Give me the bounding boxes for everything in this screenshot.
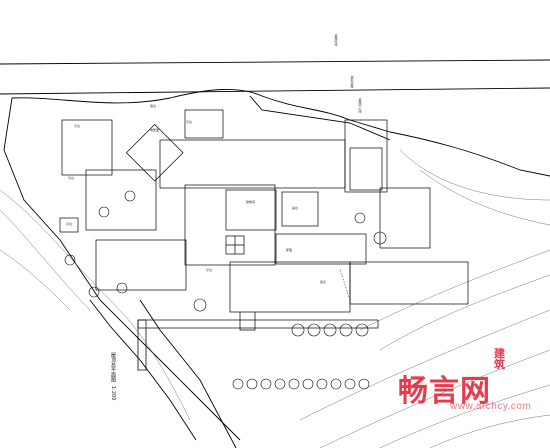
watermark-side-text: 建筑	[494, 347, 505, 371]
road-label: 道路中心线	[358, 98, 362, 113]
lower-road	[139, 299, 237, 448]
drawing-title-text: 屋顶总平面图	[110, 352, 116, 382]
watermark-brand: 畅言网	[398, 374, 491, 409]
room-label: 楼梯间	[246, 200, 256, 204]
room-label: 平台	[186, 120, 193, 124]
room-label: 平台	[68, 176, 75, 180]
watermark-url: www.archcy.com	[450, 401, 532, 412]
room-label: 平台	[206, 268, 213, 272]
tree-row	[64, 190, 387, 390]
road-line	[0, 87, 550, 95]
room-label: 平台	[74, 124, 81, 128]
road-label: 规划道路	[350, 76, 354, 88]
room-label: 平台	[66, 222, 73, 226]
drawing-title: 屋顶总平面图 1:200	[110, 352, 117, 400]
room-label: 露台	[150, 104, 157, 108]
building-main	[159, 139, 346, 189]
room-label: 露台	[320, 280, 327, 284]
room-label: 坡屋面	[150, 128, 160, 132]
lower-road	[89, 299, 197, 441]
building-side	[349, 261, 469, 305]
building-bottom	[229, 261, 351, 313]
room-label: 露台	[292, 206, 299, 210]
site-boundary	[11, 89, 550, 177]
room-label: 屋面	[286, 248, 293, 252]
building-right	[349, 147, 383, 191]
road-line	[0, 59, 550, 65]
road-label: 道路红线	[334, 34, 338, 46]
site-boundary	[249, 95, 391, 141]
drawing-scale: 1:200	[110, 385, 116, 401]
building-lower	[275, 233, 367, 265]
site-boundary	[3, 97, 241, 441]
